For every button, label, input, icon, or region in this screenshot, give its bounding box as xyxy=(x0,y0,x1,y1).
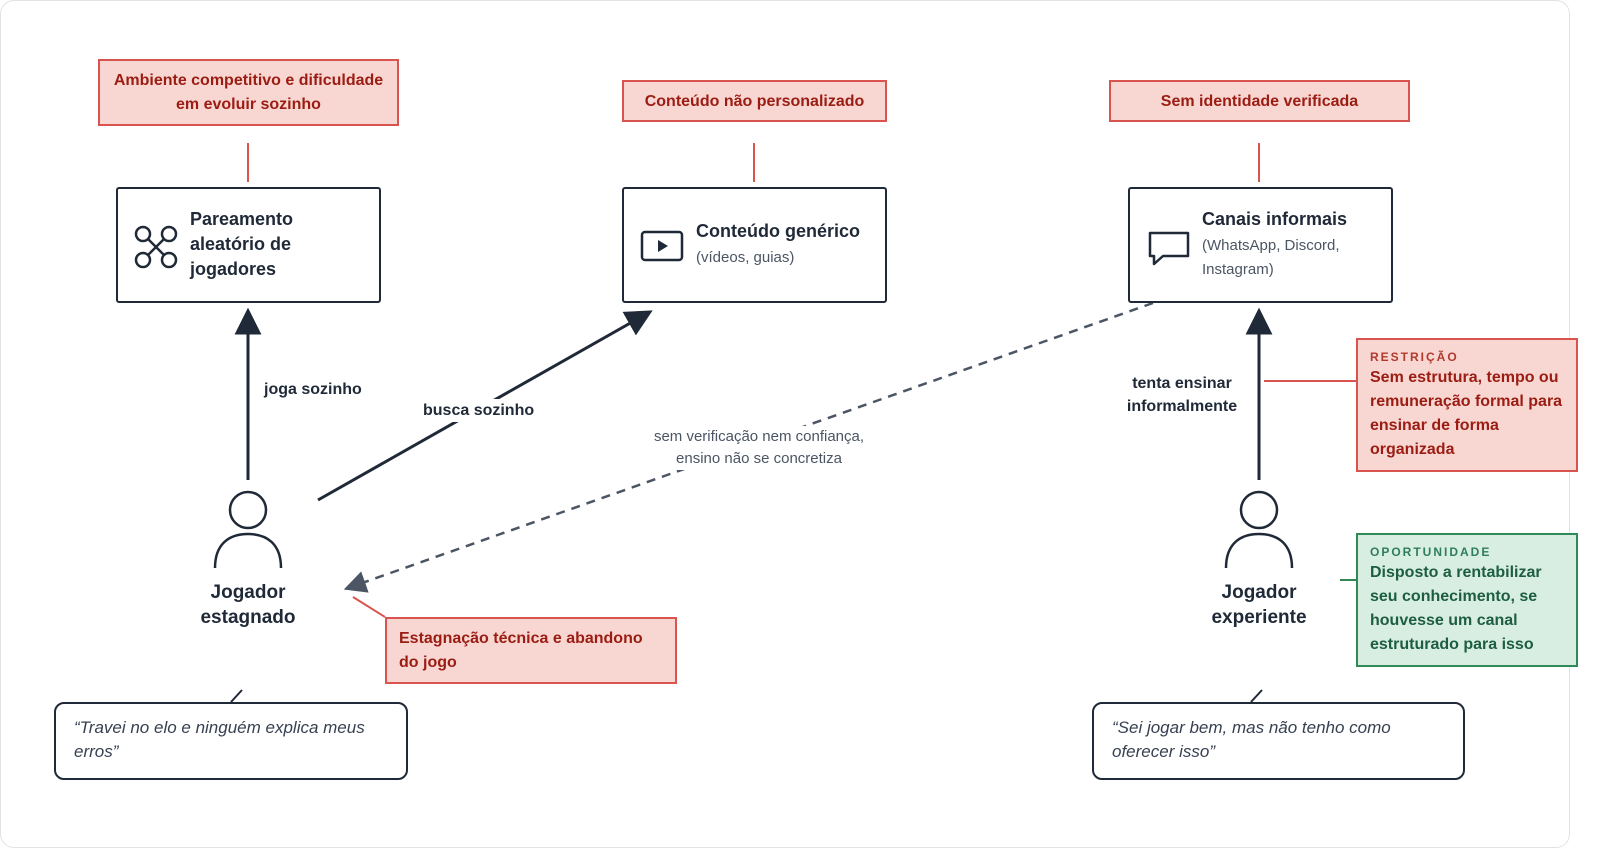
edge-label-joga-sozinho: joga sozinho xyxy=(264,378,362,401)
node-title: Canais informais xyxy=(1202,209,1348,229)
edge-note-line: ensino não se concretiza xyxy=(676,450,842,467)
pain-box-stagnation: Estagnação técnica e abandono do jogo xyxy=(385,617,677,684)
pain-text: Sem identidade verificada xyxy=(1160,93,1359,110)
node-subtitle: (WhatsApp, Discord, Instagram) xyxy=(1202,237,1340,278)
restriction-kicker: RESTRIÇÃO xyxy=(1370,350,1459,364)
chat-bubble-icon xyxy=(1148,231,1190,266)
pain-box-generic-content: Conteúdo não personalizado xyxy=(622,80,887,122)
pain-text: Estagnação técnica e abandono do jogo xyxy=(399,630,643,671)
actor-label-line: Jogador xyxy=(210,582,286,603)
network-nodes-icon xyxy=(134,225,178,269)
restriction-text: Sem estrutura, tempo ou remuneração form… xyxy=(1370,369,1563,458)
actor-label-stagnated: Jogador estagnado xyxy=(168,580,328,630)
arrow-dashed-verification xyxy=(343,301,1154,593)
quote-stagnated: “Travei no elo e ninguém explica meus er… xyxy=(54,702,408,780)
edge-label-line: informalmente xyxy=(1126,398,1238,415)
quote-experienced: “Sei jogar bem, mas não tenho como ofere… xyxy=(1092,702,1465,780)
pain-connector-4 xyxy=(352,596,386,618)
pain-box-no-identity: Sem identidade verificada xyxy=(1109,80,1410,122)
actor-label-line: Jogador xyxy=(1221,582,1297,603)
quote-text: “Sei jogar bem, mas não tenho como ofere… xyxy=(1112,718,1391,761)
restriction-box: RESTRIÇÃO Sem estrutura, tempo ou remune… xyxy=(1356,338,1578,472)
pain-text: Ambiente competitivo e dificuldade em ev… xyxy=(113,72,384,113)
quote-tail-left xyxy=(230,689,243,703)
node-title: Conteúdo genérico xyxy=(696,221,861,241)
actor-label-line: estagnado xyxy=(200,607,296,628)
opportunity-kicker: OPORTUNIDADE xyxy=(1370,545,1492,559)
node-random-matchmaking: Pareamento aleatório de jogadores xyxy=(116,187,381,303)
edge-label-busca-sozinho: busca sozinho xyxy=(420,399,538,422)
pain-box-competitive: Ambiente competitivo e dificuldade em ev… xyxy=(98,59,399,126)
actor-label-line: experiente xyxy=(1211,607,1307,628)
edge-note-verification: sem verificação nem confiança, ensino nã… xyxy=(630,426,888,470)
edge-label-tenta-ensinar: tenta ensinar informalmente xyxy=(1110,372,1254,418)
opportunity-box: OPORTUNIDADE Disposto a rentabilizar seu… xyxy=(1356,533,1578,667)
quote-tail-right xyxy=(1250,689,1263,703)
play-video-icon xyxy=(640,230,684,262)
person-icon xyxy=(213,490,283,569)
quote-text: “Travei no elo e ninguém explica meus er… xyxy=(74,718,365,761)
node-generic-content: Conteúdo genérico (vídeos, guias) xyxy=(622,187,887,303)
edge-note-line: sem verificação nem confiança, xyxy=(653,428,865,445)
node-title: Pareamento aleatório de jogadores xyxy=(190,209,294,279)
node-informal-channels: Canais informais (WhatsApp, Discord, Ins… xyxy=(1128,187,1393,303)
edge-label-line: tenta ensinar xyxy=(1132,375,1232,392)
pain-text: Conteúdo não personalizado xyxy=(644,93,865,110)
opportunity-text: Disposto a rentabilizar seu conhecimento… xyxy=(1370,564,1542,653)
node-subtitle: (vídeos, guias) xyxy=(696,249,795,266)
actor-label-experienced: Jogador experiente xyxy=(1179,580,1339,630)
person-icon xyxy=(1224,490,1294,569)
